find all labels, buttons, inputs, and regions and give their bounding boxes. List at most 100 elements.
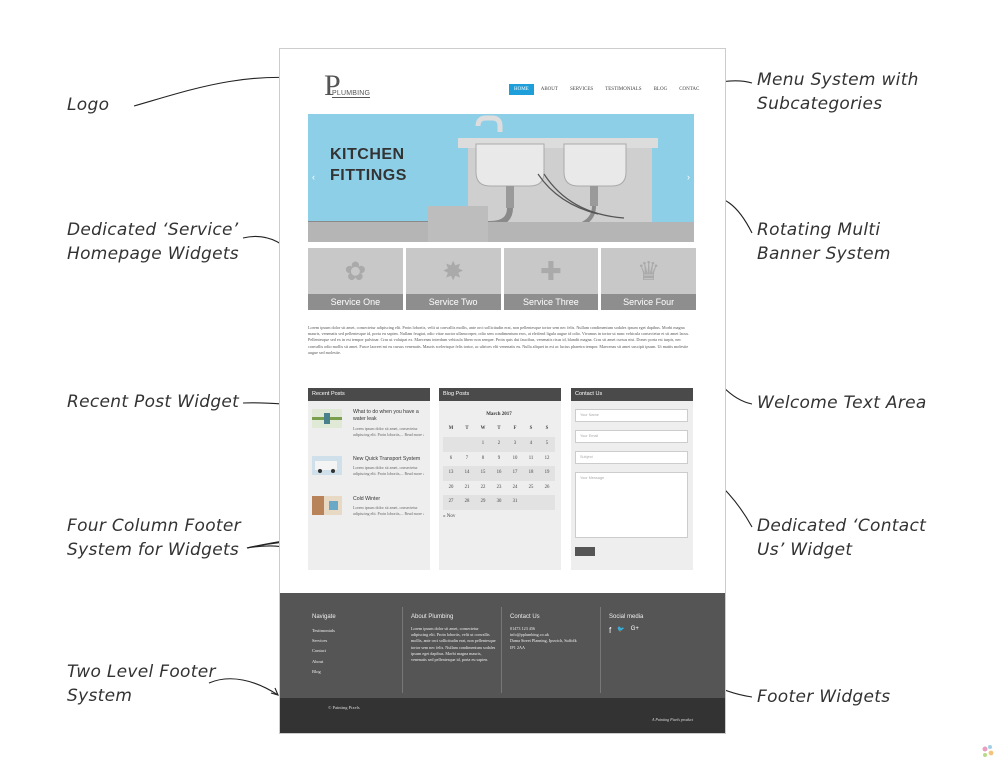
nav-item-testimonials[interactable]: TESTIMONIALS	[605, 87, 642, 92]
footer-top: Navigate Testimonials Services Contact A…	[280, 593, 725, 698]
calendar-day[interactable]: 19	[539, 466, 555, 481]
calendar-weekday: W	[480, 426, 486, 431]
banner-slider[interactable]: KITCHEN FITTINGS ‹ ›	[308, 114, 694, 242]
calendar-day[interactable]: 2	[491, 437, 507, 452]
nav-item-contact[interactable]: CONTAC	[679, 87, 700, 92]
name-field[interactable]: Your Name	[575, 409, 688, 422]
calendar-day[interactable]: 5	[539, 437, 555, 452]
post-excerpt: Lorem ipsum dolor sit amet, consectetur …	[353, 465, 425, 476]
nav-item-blog[interactable]: BLOG	[653, 87, 668, 92]
post-title[interactable]: What to do when you have a water leak	[353, 409, 419, 422]
calendar-day[interactable]: 14	[459, 466, 475, 481]
calendar-weekday: S	[545, 426, 549, 431]
calendar-day[interactable]: 16	[491, 466, 507, 481]
footer-col-title: Contact Us	[510, 614, 540, 620]
gear-flower-icon: ✿	[344, 256, 367, 286]
calendar-day[interactable]: 25	[528, 484, 534, 490]
footer-divider	[600, 607, 601, 693]
contact-widget: Contact Us Your Name Your Email Subject …	[571, 388, 693, 570]
calendar-day[interactable]: 27	[443, 495, 459, 510]
widget-title: Recent Posts	[308, 388, 430, 401]
calendar-day[interactable]: 1	[475, 437, 491, 452]
calendar-day[interactable]: 15	[475, 466, 491, 481]
calendar-day[interactable]: 20	[448, 484, 454, 490]
nav-item-home[interactable]: HOME	[509, 84, 534, 95]
logo-word: PLUMBING	[332, 90, 371, 98]
logo-letter: P	[324, 69, 341, 102]
calendar-day[interactable]: 8	[481, 455, 485, 461]
calendar-day[interactable]: 7	[465, 455, 469, 461]
footer-phone: 01473 123 456	[510, 626, 536, 631]
calendar-prev-link[interactable]: « Nov	[443, 513, 456, 519]
credit[interactable]: A Painting Pixels product	[652, 717, 694, 722]
banner-title: KITCHEN FITTINGS	[330, 146, 407, 184]
calendar-day[interactable]: 9	[497, 455, 501, 461]
footer-email[interactable]: info@pplumbing.co.uk	[510, 632, 549, 638]
nav-item-services[interactable]: SERVICES	[569, 87, 594, 92]
send-button[interactable]	[575, 547, 595, 556]
service-tile-two[interactable]: ✸ Service Two	[405, 248, 501, 310]
service-label: Service Three	[503, 294, 599, 310]
twitter-icon[interactable]: 🐦	[617, 627, 625, 633]
calendar-day[interactable]: 28	[459, 495, 475, 510]
post-title[interactable]: New Quick Transport System	[353, 456, 421, 462]
annotation-banner-system: Rotating Multi Banner System	[757, 220, 891, 264]
footer-navigate: Navigate Testimonials Services Contact A…	[312, 613, 392, 677]
calendar-day[interactable]: 24	[512, 484, 518, 490]
service-tile-three[interactable]: ✚ Service Three	[503, 248, 599, 310]
calendar-day[interactable]: 4	[523, 437, 539, 452]
banner-next-arrow[interactable]: ›	[687, 172, 690, 182]
email-field[interactable]: Your Email	[575, 430, 688, 443]
banner-prev-arrow[interactable]: ‹	[312, 172, 315, 182]
calendar-day[interactable]: 3	[507, 437, 523, 452]
footer-link[interactable]: Testimonials	[312, 628, 335, 633]
social-icons: f 🐦 G+	[609, 626, 699, 635]
message-field[interactable]: Your Message	[575, 472, 688, 538]
recent-posts-widget: Recent Posts What to do when you have a …	[308, 388, 430, 570]
footer-link[interactable]: About	[312, 658, 324, 664]
calendar-day[interactable]: 11	[528, 455, 534, 461]
calendar-day[interactable]: 18	[523, 466, 539, 481]
footer-divider	[501, 607, 502, 693]
footer-link[interactable]: Services	[312, 638, 328, 644]
post-thumbnail	[312, 456, 342, 475]
star-burst-icon: ✸	[442, 256, 465, 286]
google-plus-icon[interactable]: G+	[630, 626, 639, 632]
calendar-empty-day	[443, 437, 459, 452]
calendar-day[interactable]: 29	[475, 495, 491, 510]
post-title[interactable]: Cold Winter	[353, 496, 381, 502]
service-tile-four[interactable]: ♛ Service Four	[601, 248, 696, 310]
post-thumbnail	[312, 496, 342, 515]
nav-item-about[interactable]: ABOUT	[540, 87, 558, 92]
calendar-month: March 2017	[486, 412, 512, 417]
calendar-day[interactable]: 30	[491, 495, 507, 510]
arrow-two-level	[208, 678, 279, 696]
footer-divider	[402, 607, 403, 693]
calendar-day[interactable]: 26	[544, 484, 550, 490]
widget-title: Blog Posts	[439, 388, 561, 401]
annotation-footer-widgets: Footer Widgets	[757, 687, 891, 707]
welcome-text: Lorem ipsum dolor sit amet, consectetur …	[308, 325, 690, 355]
annotation-four-column-footer: Four Column Footer System for Widgets	[67, 516, 241, 560]
subject-field[interactable]: Subject	[575, 451, 688, 464]
calendar-weekday: S	[529, 426, 533, 431]
calendar-day[interactable]: 22	[480, 484, 486, 490]
calendar-day[interactable]: 13	[443, 466, 459, 481]
footer-link[interactable]: Blog	[312, 668, 321, 674]
calendar-day[interactable]: 10	[512, 455, 518, 461]
site-logo[interactable]: P PLUMBING	[324, 69, 371, 103]
calendar-day[interactable]: 6	[449, 455, 453, 461]
calendar-empty-day	[459, 437, 475, 452]
calendar-empty-day	[539, 495, 555, 510]
facebook-icon[interactable]: f	[609, 626, 612, 635]
footer-link[interactable]: Contact	[312, 648, 326, 654]
calendar-day[interactable]: 21	[464, 484, 470, 490]
calendar-empty-day	[523, 495, 539, 510]
calendar-day[interactable]: 31	[507, 495, 523, 510]
calendar-day[interactable]: 12	[544, 455, 550, 461]
service-tile-one[interactable]: ✿ Service One	[308, 248, 403, 310]
calendar-day[interactable]: 17	[507, 466, 523, 481]
calendar-day[interactable]: 23	[496, 484, 502, 490]
